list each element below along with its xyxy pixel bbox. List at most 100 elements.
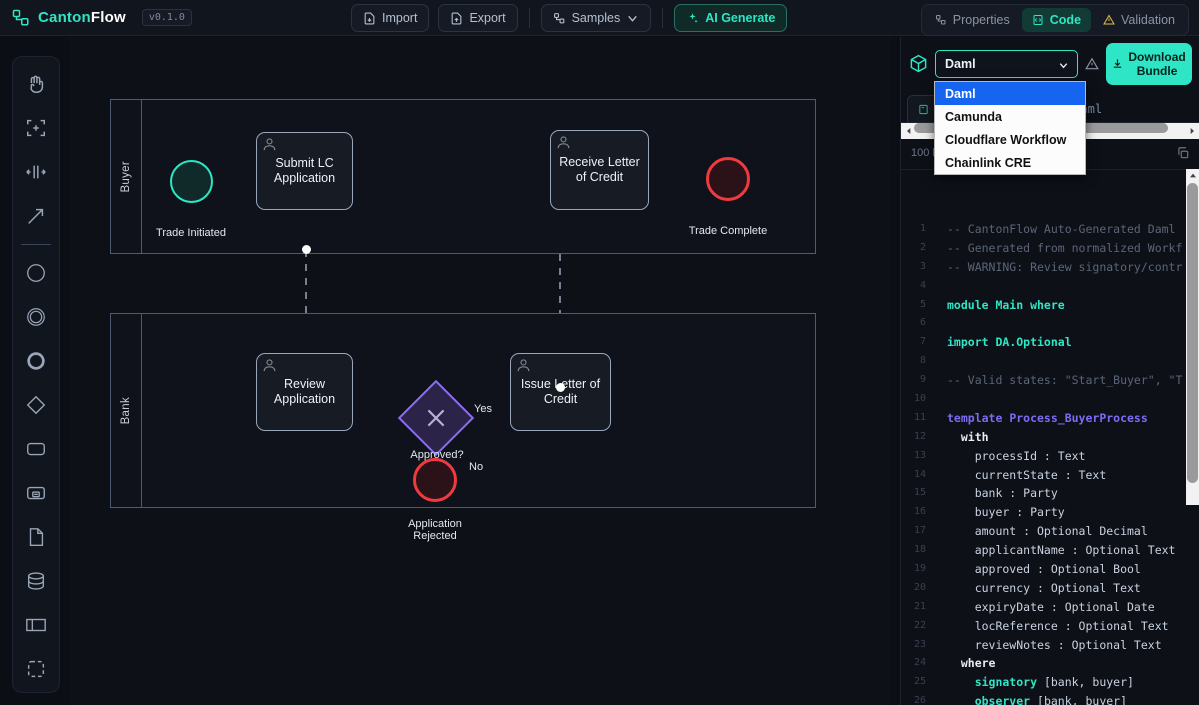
connect-tool-button[interactable]	[19, 199, 53, 233]
code-line: 22 locReference : Optional Text	[901, 617, 1199, 636]
samples-button[interactable]: Samples	[540, 4, 652, 32]
code-text	[935, 277, 1199, 296]
scroll-right-arrow-icon[interactable]	[1184, 123, 1199, 139]
user-task-icon	[517, 359, 530, 372]
group-dashed-icon	[27, 660, 45, 678]
code-text: locReference : Optional Text	[947, 618, 1169, 633]
code-text: -- CantonFlow Auto-Generated Daml	[947, 222, 1183, 236]
ai-generate-label: AI Generate	[705, 11, 776, 25]
brand-name: CantonFlow	[38, 9, 126, 26]
line-number: 7	[919, 336, 926, 348]
code-text: applicantName : Optional Text	[947, 543, 1176, 558]
marquee-select-tool-button[interactable]	[19, 111, 53, 145]
line-number: 25	[913, 676, 926, 688]
end-event-trade-complete[interactable]	[706, 157, 750, 201]
chevron-down-icon	[1059, 62, 1068, 68]
code-line: 1-- CantonFlow Auto-Generated Daml	[901, 220, 1199, 239]
code-text	[935, 314, 1199, 333]
code-text: -- Valid states: "Start_Buyer", "T	[947, 373, 1183, 388]
task-submit-lc-application[interactable]: Submit LC Application	[256, 132, 353, 210]
code-text: amount : Optional Decimal	[947, 524, 1148, 539]
data-object-tool-button[interactable]	[19, 520, 53, 554]
code-line: 12 with	[901, 428, 1199, 447]
group-tool-button[interactable]	[19, 652, 53, 686]
ai-generate-button[interactable]: AI Generate	[674, 4, 788, 32]
line-number: 5	[919, 298, 926, 310]
scroll-up-arrow-icon[interactable]	[1186, 169, 1199, 182]
warning-triangle-icon	[1085, 57, 1099, 69]
start-event-tool-button[interactable]	[19, 256, 53, 290]
version-badge: v0.1.0	[141, 9, 192, 26]
code-meta-bar: 100 l	[901, 139, 1199, 167]
code-text: approved : Optional Bool	[947, 562, 1141, 577]
task-issue-label: Issue Letter of Credit	[520, 377, 601, 406]
import-button[interactable]: Import	[351, 4, 430, 32]
file-import-icon	[364, 12, 375, 24]
copy-icon[interactable]	[1176, 146, 1190, 160]
end-event-tool-button[interactable]	[19, 344, 53, 378]
code-line: 3 -- WARNING: Review signatory/contr	[901, 258, 1199, 277]
tab-code[interactable]: Code	[1021, 8, 1092, 32]
code-text	[935, 352, 1199, 371]
flow-connection-dot-submit	[302, 245, 311, 254]
code-line: 4	[901, 277, 1199, 296]
code-line: 25 signatory [bank, buyer]	[901, 673, 1199, 692]
user-task-icon	[263, 359, 276, 372]
line-number: 19	[913, 563, 926, 575]
code-line: 8	[901, 352, 1199, 371]
space-resize-icon	[26, 165, 46, 179]
circle-thin-icon	[27, 264, 45, 282]
code-text: expiryDate : Optional Date	[947, 599, 1155, 614]
pool-tool-button[interactable]	[19, 608, 53, 642]
space-tool-button[interactable]	[19, 155, 53, 189]
dropdown-option-camunda[interactable]: Camunda	[945, 109, 1002, 124]
chevron-down-icon	[628, 15, 638, 22]
header-toolbar: Import Export Samples	[351, 4, 788, 32]
task-tool-button[interactable]	[19, 432, 53, 466]
code-line: 23 reviewNotes : Optional Text	[901, 636, 1199, 655]
end-event-application-rejected[interactable]	[413, 458, 457, 502]
scrollbar-thumb-vertical[interactable]	[1187, 183, 1198, 483]
code-text: reviewNotes : Optional Text	[947, 637, 1162, 652]
line-number: 6	[919, 317, 926, 329]
line-number: 23	[913, 638, 926, 650]
code-line: 14 currentState : Text	[901, 466, 1199, 485]
line-number: 8	[919, 355, 926, 367]
dropdown-option-daml[interactable]: Daml	[935, 82, 1085, 105]
tab-validation-label: Validation	[1121, 13, 1175, 27]
gateway-tool-button[interactable]	[19, 388, 53, 422]
download-bundle-button[interactable]: Download Bundle	[1106, 42, 1192, 85]
code-editor[interactable]: 1-- CantonFlow Auto-Generated Daml 2-- G…	[901, 169, 1199, 705]
subprocess-tool-button[interactable]	[19, 476, 53, 510]
line-number: 15	[913, 487, 926, 499]
task-receive-letter-of-credit[interactable]: Receive Letter of Credit	[550, 130, 649, 210]
lane-buyer-text: Buyer	[120, 160, 132, 193]
bpmn-canvas[interactable]: Buyer Bank Trade Initiated Trade Complet…	[69, 37, 891, 705]
tab-properties[interactable]: Properties	[925, 8, 1020, 32]
task-issue-letter-of-credit[interactable]: Issue Letter of Credit	[510, 353, 611, 431]
code-text: currentState : Text	[947, 467, 1107, 482]
intermediate-event-tool-button[interactable]	[19, 300, 53, 334]
import-label: Import	[382, 11, 418, 25]
export-button[interactable]: Export	[438, 4, 518, 32]
user-task-icon	[557, 136, 570, 149]
hand-tool-button[interactable]	[19, 67, 53, 101]
codegen-target-select[interactable]: Daml	[935, 49, 1079, 78]
code-text: -- WARNING: Review signatory/contr	[947, 259, 1183, 274]
code-line: 16 buyer : Party	[901, 503, 1199, 522]
lane-buyer[interactable]: Buyer	[110, 99, 816, 254]
task-review-application[interactable]: Review Application	[256, 353, 353, 431]
line-number: 3	[919, 260, 926, 272]
code-text: observer [bank, buyer]	[947, 694, 1128, 705]
sparkle-icon	[689, 12, 698, 23]
data-store-tool-button[interactable]	[19, 564, 53, 598]
dropdown-option-chainlink-cre[interactable]: Chainlink CRE	[945, 155, 1032, 170]
tab-validation[interactable]: Validation	[1093, 8, 1185, 32]
start-event-trade-initiated[interactable]	[170, 160, 213, 203]
dropdown-option-cloudflare-workflow[interactable]: Cloudflare Workflow	[945, 132, 1067, 147]
code-line: 17 amount : Optional Decimal	[901, 522, 1199, 541]
code-vertical-scrollbar[interactable]	[1186, 169, 1199, 505]
scroll-left-arrow-icon[interactable]	[901, 123, 917, 139]
